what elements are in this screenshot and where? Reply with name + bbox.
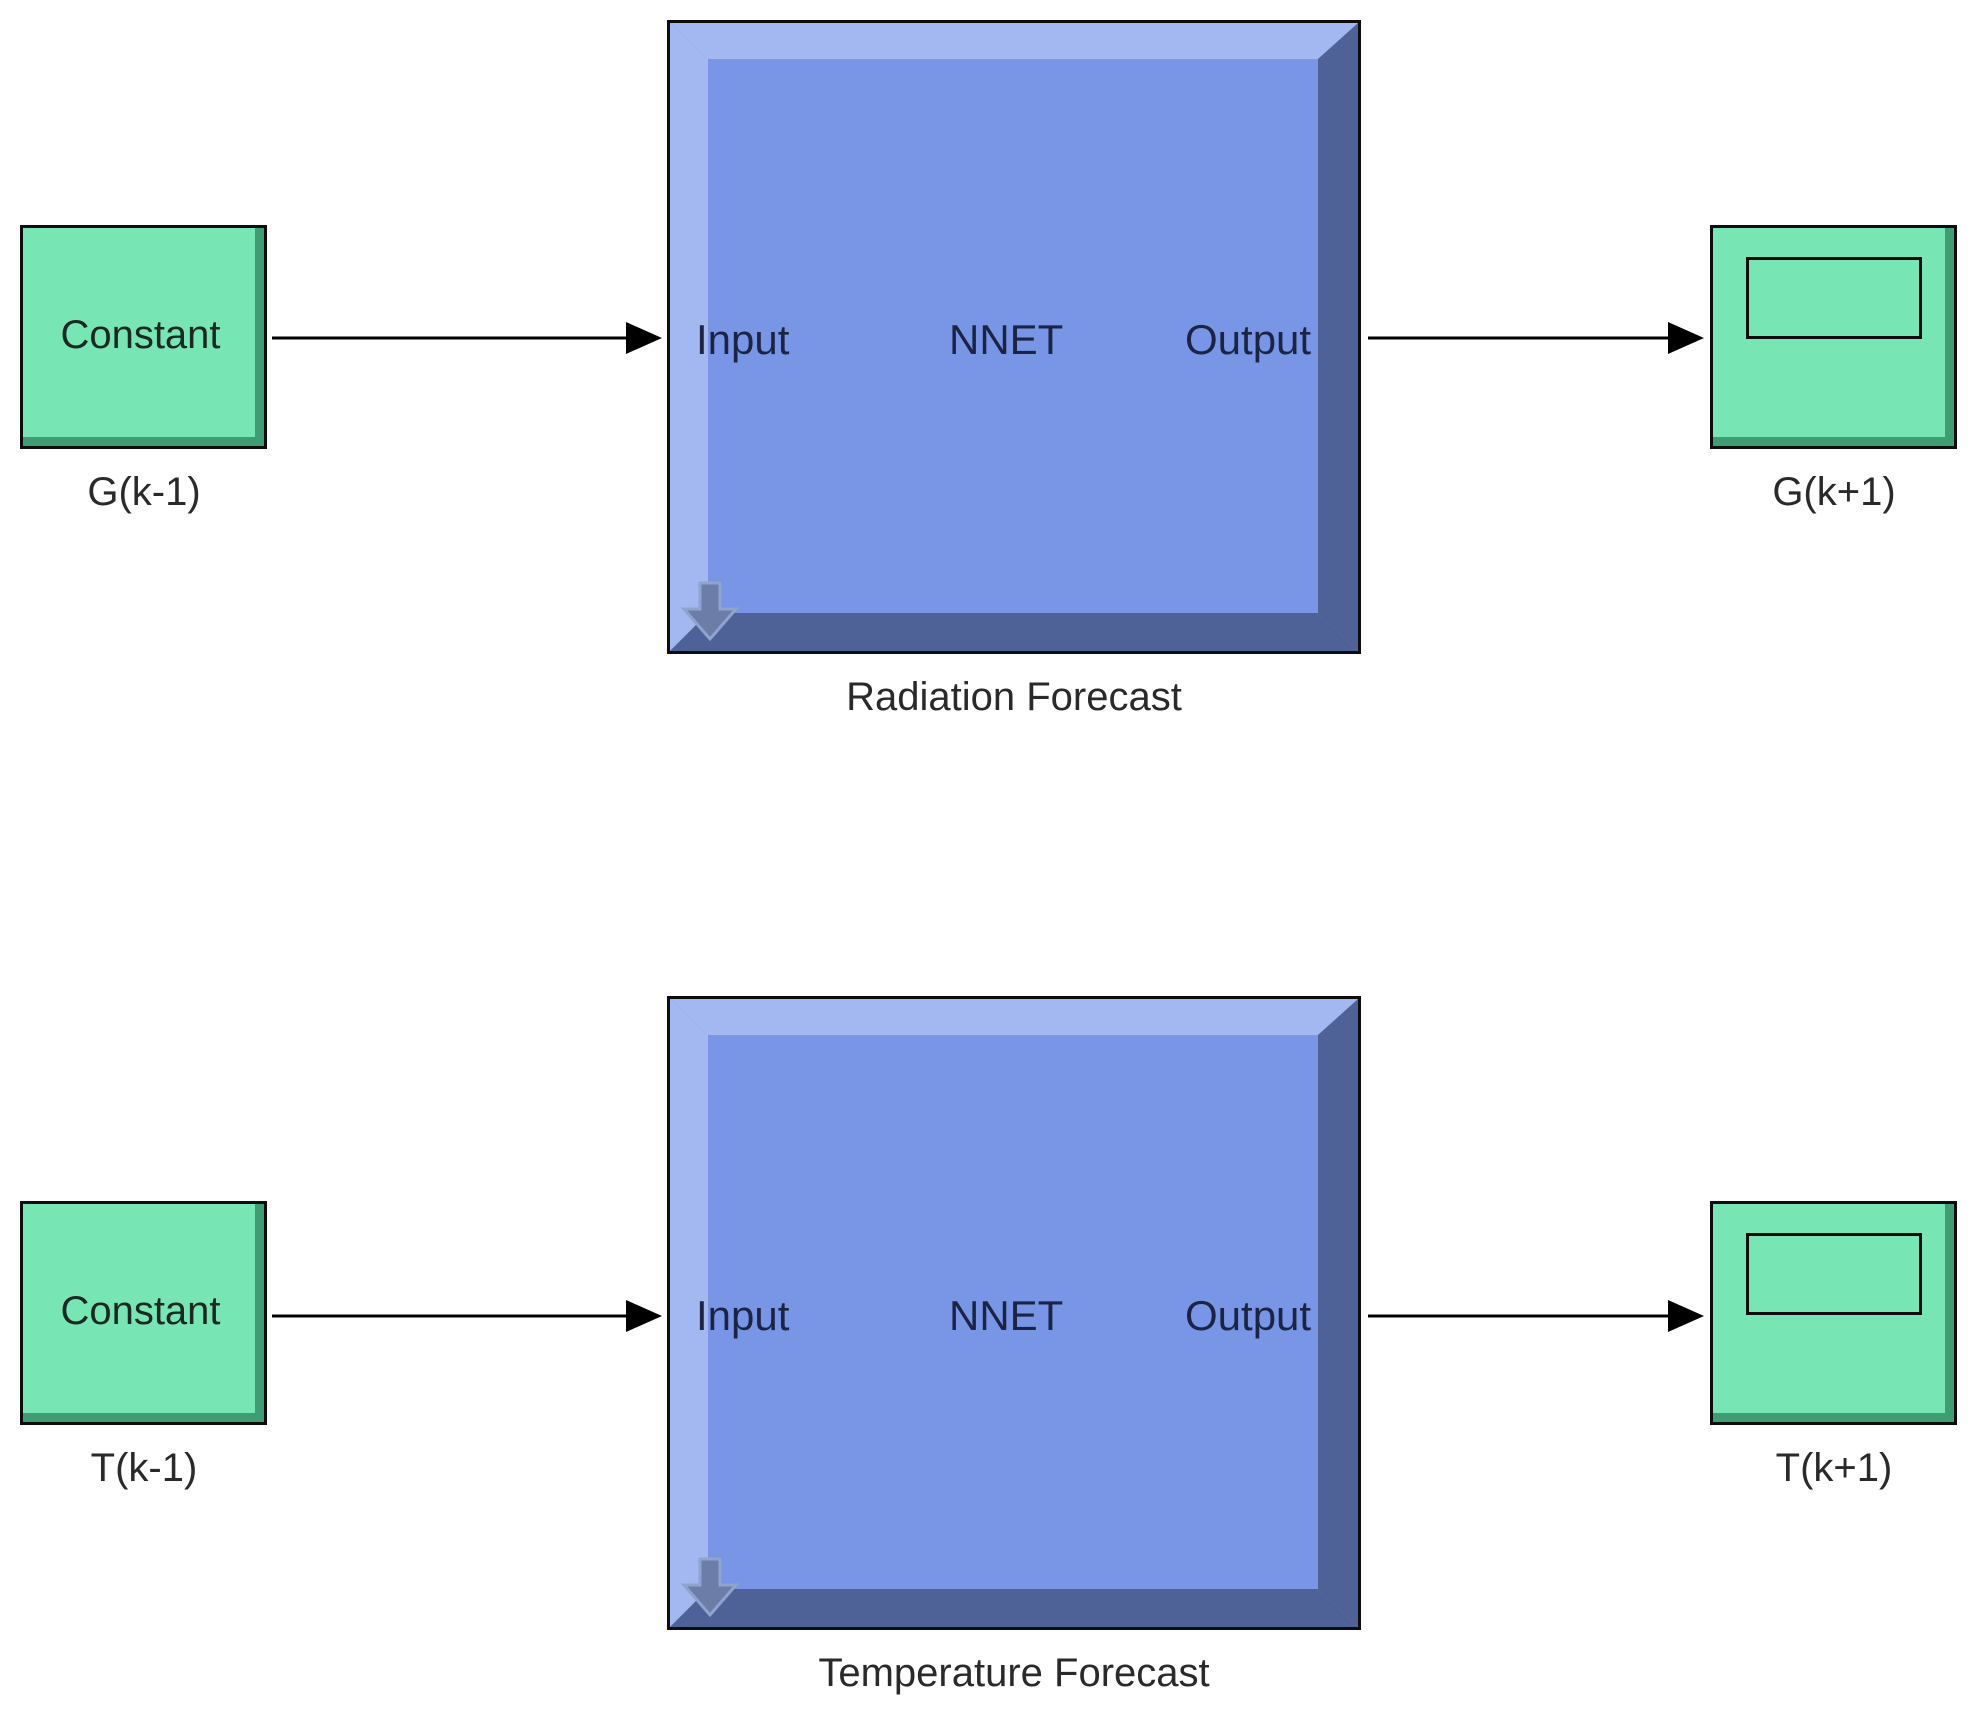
down-arrow-icon[interactable] xyxy=(680,579,744,645)
arrowhead-nnet-input-temperature xyxy=(626,1300,662,1332)
nnet-subsystem-label: Radiation Forecast xyxy=(846,675,1182,719)
nnet-title: NNET xyxy=(949,316,1064,363)
constant-block-text: Constant xyxy=(60,312,221,357)
nnet-output-port-label: Output xyxy=(1185,1292,1312,1339)
nnet-input-port-label: Input xyxy=(696,1292,790,1339)
display-block-t[interactable] xyxy=(1710,1201,1957,1425)
display-block-g[interactable] xyxy=(1710,225,1957,449)
nnet-subsystem-radiation[interactable]: Input NNET Output xyxy=(667,20,1361,654)
constant-block-g[interactable]: Constant xyxy=(20,225,267,449)
display-block-label: G(k+1) xyxy=(1772,470,1896,514)
constant-block-label: G(k-1) xyxy=(87,470,201,514)
nnet-input-port-label: Input xyxy=(696,316,790,363)
constant-block-label: T(k-1) xyxy=(90,1446,198,1490)
nnet-bevel xyxy=(670,999,1358,1627)
nnet-title: NNET xyxy=(949,1292,1064,1339)
nnet-subsystem-temperature[interactable]: Input NNET Output xyxy=(667,996,1361,1630)
nnet-bevel xyxy=(670,23,1358,651)
arrowhead-nnet-input-radiation xyxy=(626,322,662,354)
nnet-output-port-label: Output xyxy=(1185,316,1312,363)
nnet-subsystem-label: Temperature Forecast xyxy=(818,1651,1210,1695)
display-icon xyxy=(1746,1233,1922,1315)
display-block-label: T(k+1) xyxy=(1775,1446,1893,1490)
down-arrow-icon[interactable] xyxy=(680,1555,744,1621)
display-icon xyxy=(1746,257,1922,339)
arrowhead-display-input-temperature xyxy=(1668,1300,1704,1332)
constant-block-t[interactable]: Constant xyxy=(20,1201,267,1425)
arrowhead-display-input-radiation xyxy=(1668,322,1704,354)
constant-block-text: Constant xyxy=(60,1288,221,1333)
